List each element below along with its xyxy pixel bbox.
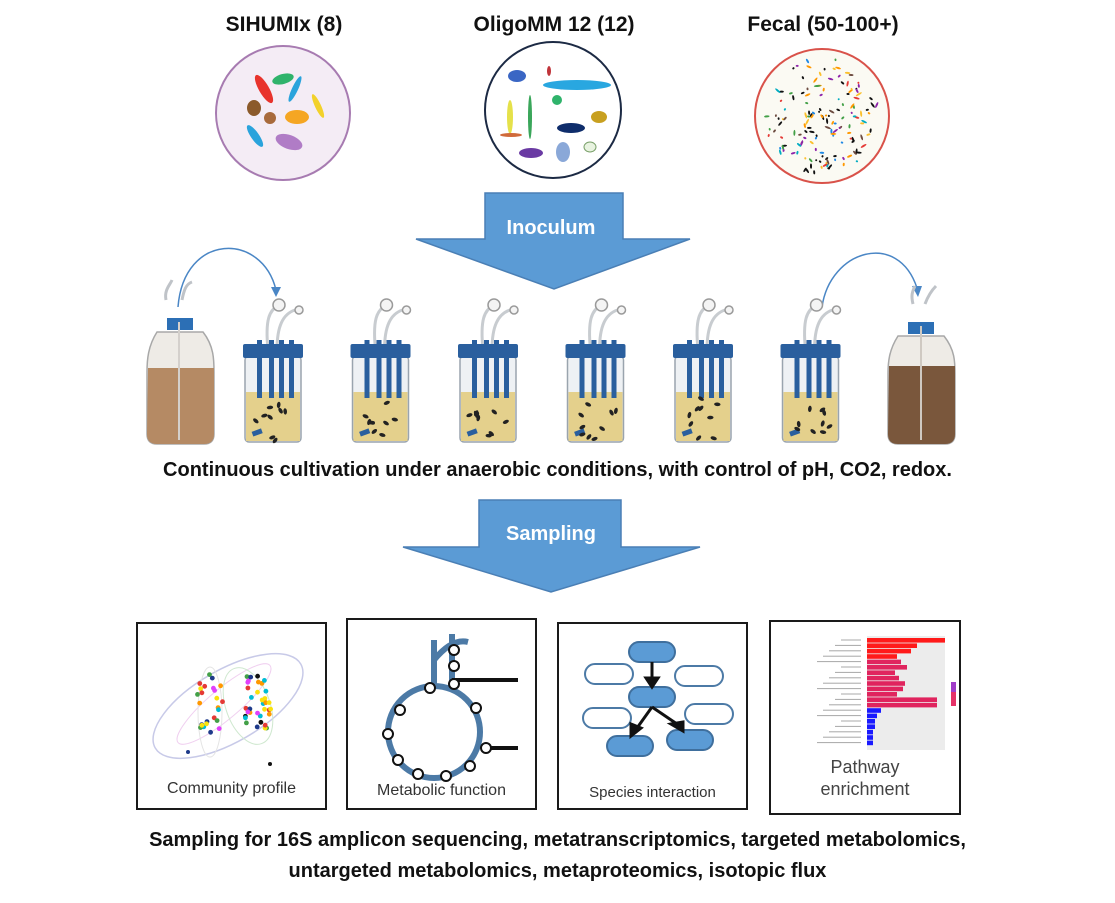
bioreactor-row (243, 298, 842, 444)
bioreactor-vessel (458, 298, 519, 443)
community-title-fecal: Fecal (50-100+) (747, 13, 899, 36)
pathway-enrichment-panel: Pathway enrichment (769, 620, 961, 815)
interaction-network-icon (582, 641, 734, 757)
pathway-enrichment-label: Pathway enrichment (820, 757, 910, 799)
community-circle-sihumix (215, 45, 351, 181)
metabolic-map-icon (382, 634, 518, 782)
feed-curve-arrowhead (271, 287, 281, 297)
enrichment-barplot (817, 636, 956, 750)
ordination-plot (152, 652, 304, 766)
inoculum-label: Inoculum (506, 217, 596, 239)
bioreactor-vessel (350, 298, 412, 443)
community-profile-panel: Community profile (136, 622, 327, 810)
community-profile-label: Community profile (167, 780, 296, 797)
metabolic-function-panel: Metabolic function (346, 618, 537, 810)
outflow-curve (821, 252, 918, 308)
community-circle-fecal (754, 48, 890, 184)
feed-curve (177, 247, 277, 308)
sampling-label: Sampling (505, 523, 596, 545)
community-title-oligomm12: OligoMM 12 (12) (473, 13, 635, 36)
inoculum-arrow (415, 192, 691, 290)
sampling-caption-line2: untargeted metabolomics, metaproteomics,… (288, 860, 827, 882)
sampling-caption-line1: Sampling for 16S amplicon sequencing, me… (149, 829, 966, 851)
bioreactor-vessel (780, 298, 842, 443)
feed-bottle (146, 279, 215, 445)
community-title-sihumix: SIHUMIx (8) (225, 13, 343, 36)
sampling-arrow (402, 499, 701, 593)
community-circle-oligomm12 (484, 41, 622, 179)
cultivation-caption: Continuous cultivation under anaerobic c… (163, 459, 952, 481)
bioreactor-vessel (243, 298, 304, 444)
metabolic-function-label: Metabolic function (377, 782, 506, 799)
species-interaction-panel: Species interaction (557, 622, 748, 810)
bioreactor-vessel (673, 298, 734, 443)
bioreactor-vessel (565, 298, 627, 443)
species-interaction-label: Species interaction (589, 784, 716, 801)
effluent-bottle (887, 284, 956, 445)
